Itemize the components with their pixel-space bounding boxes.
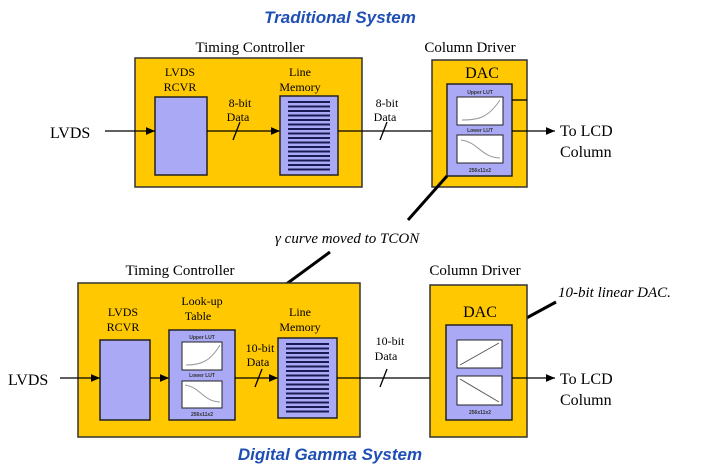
bus-slash [232, 121, 241, 141]
digital-gamma-system: Timing Controller LVDS RCVR LVDS Look-up… [8, 263, 613, 464]
lower-lut-graph [456, 134, 504, 164]
output-label: Column [560, 392, 612, 409]
digital-title: Digital Gamma System [238, 445, 422, 464]
rcvr-label: LVDS [108, 305, 138, 319]
data-width-label: Data [227, 110, 250, 124]
annotation-line [406, 175, 449, 221]
linear-dac-graph [456, 375, 503, 406]
data-width-label: 8-bit [229, 96, 252, 110]
traditional-title: Traditional System [264, 8, 416, 27]
line-memory-block [277, 337, 338, 419]
data-width-label: Data [375, 349, 398, 363]
lut-size-label: 256x11x2 [191, 412, 213, 418]
gamma-curve [184, 384, 221, 403]
lvds-rcvr-block [99, 339, 151, 421]
linear-curve [459, 342, 500, 366]
data-width-label: 10-bit [246, 341, 275, 355]
lower-lut-label: Lower LUT [467, 128, 493, 134]
tcon-label: Timing Controller [195, 40, 304, 56]
lvds-input-label: LVDS [8, 372, 48, 389]
column-driver-label: Column Driver [424, 40, 515, 56]
lut-size-label: 256x11x2 [469, 168, 491, 174]
traditional-system: Traditional System Timing Controller LVD… [50, 8, 613, 188]
upper-lut-label: Upper LUT [467, 90, 493, 96]
gamma-annotation: γ curve moved to TCON [275, 231, 420, 247]
tcon-label: Timing Controller [125, 263, 234, 279]
upper-lut-graph [181, 341, 223, 371]
lower-lut-label: Lower LUT [189, 373, 215, 379]
memory-label: Line [289, 65, 311, 79]
dac-block [445, 324, 513, 421]
memory-label: Memory [279, 320, 320, 334]
gamma-curve [460, 139, 501, 159]
memory-lines [288, 101, 330, 171]
memory-lines [286, 343, 329, 413]
linear-curve [459, 378, 500, 403]
output-label: To LCD [560, 371, 613, 388]
output-label: Column [560, 144, 612, 161]
bus-slash [254, 368, 263, 388]
memory-label: Line [289, 305, 311, 319]
memory-label: Memory [279, 80, 320, 94]
dac-label: DAC [465, 65, 499, 82]
output-label: To LCD [560, 123, 613, 140]
data-width-label: 10-bit [376, 334, 405, 348]
column-driver-label: Column Driver [429, 263, 520, 279]
data-width-label: Data [247, 355, 270, 369]
lut-label: Table [185, 309, 211, 323]
lvds-input-label: LVDS [50, 125, 90, 142]
lvds-rcvr-block [154, 96, 208, 176]
upper-lut-graph [456, 96, 504, 126]
data-width-label: 8-bit [376, 96, 399, 110]
gamma-curve [461, 99, 501, 121]
dac-annotation: 10-bit linear DAC. [558, 285, 671, 301]
dac-size-label: 256x11x2 [469, 410, 491, 416]
lut-label: Look-up [181, 294, 222, 308]
gamma-curve [185, 344, 221, 366]
upper-lut-label: Upper LUT [189, 335, 215, 341]
rcvr-label: RCVR [107, 320, 140, 334]
rcvr-label: RCVR [164, 80, 197, 94]
dac-label: DAC [463, 304, 497, 321]
rcvr-label: LVDS [165, 65, 195, 79]
bus-slash [379, 368, 388, 388]
data-width-label: Data [374, 110, 397, 124]
line-memory-block [279, 95, 339, 176]
bus-slash [379, 121, 388, 141]
